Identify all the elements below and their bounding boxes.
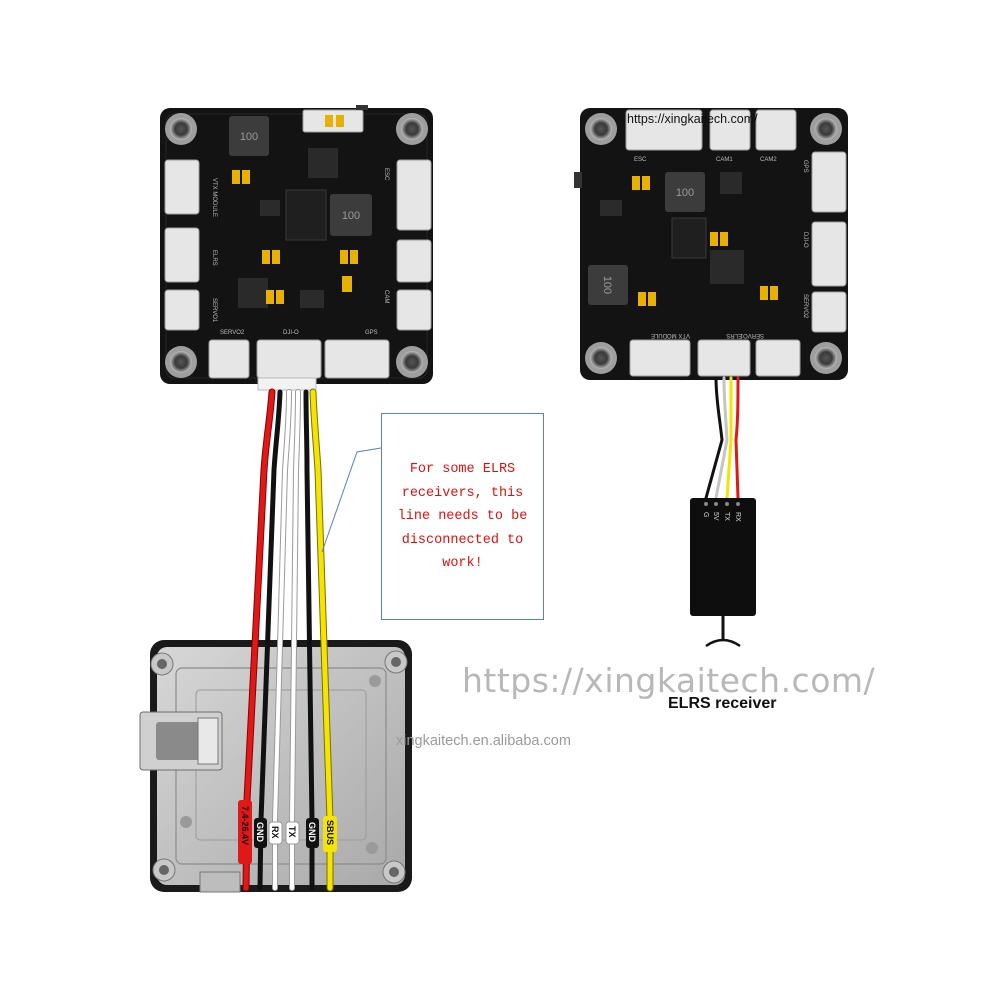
silk-vtx-module-r: VTX MODULE <box>651 332 690 338</box>
watermark-small: xingkaitech.en.alibaba.com <box>396 733 571 749</box>
wire-white-rx <box>273 390 291 890</box>
wire-rx-red <box>734 376 740 500</box>
wire-rx-black <box>704 376 724 500</box>
wire-white-tx <box>290 390 300 890</box>
label-gnd-1: GND <box>255 822 265 843</box>
silk-gps-r: GPS <box>802 160 808 173</box>
silk-servo2: SERVO2 <box>220 330 245 336</box>
label-rx: RX <box>270 826 280 839</box>
left-board-mounting-holes <box>165 113 428 378</box>
right-board-silkscreen: ESC CAM1 CAM2 GPS DJI-O SERVO2 SERVO1 EL… <box>634 157 808 338</box>
silk-dji-o-r: DJI-O <box>802 232 808 248</box>
receiver-pin-rx: RX <box>734 512 741 522</box>
wire-red-power <box>243 389 275 891</box>
silk-cam2: CAM2 <box>760 157 777 163</box>
callout-leader-line <box>321 447 382 553</box>
note-line: receivers, this <box>401 485 524 501</box>
silk-elrs: ELRS <box>211 250 217 266</box>
silk-cam: CAM <box>383 290 389 303</box>
elrs-receiver-caption: ELRS receiver <box>668 695 777 712</box>
silk-gps: GPS <box>365 330 378 336</box>
right-board-components: 100 100 <box>574 172 778 306</box>
left-inductor-mark-2: 100 <box>342 210 360 222</box>
wire-black-gnd-2 <box>303 389 315 891</box>
elrs-receiver: G 5V TX RX <box>690 498 756 648</box>
left-board-harness-plug <box>257 377 317 391</box>
receiver-pin-5v: 5V <box>712 512 719 521</box>
right-inductor-mark: 100 <box>676 187 694 199</box>
note-text: For some ELRS receivers, this line needs… <box>391 458 534 576</box>
wire-rx-yellow <box>725 376 733 500</box>
receiver-pin-tx: TX <box>723 512 730 521</box>
receiver-wires <box>704 376 740 500</box>
watermark-large: https://xingkaitech.com/ <box>462 661 876 700</box>
note-line: disconnected to <box>401 532 524 548</box>
silk-vtx-module: VTX MODULE <box>211 178 217 217</box>
note-line: work! <box>442 556 483 571</box>
receiver-pin-g: G <box>702 512 709 517</box>
left-fc-board: 100 100 VTX MODULE ELRS SERVO1 SERVO2 DJ… <box>160 105 433 391</box>
label-tx: TX <box>287 826 297 838</box>
left-board-components: 100 100 <box>229 105 372 308</box>
air-unit-module <box>139 640 412 893</box>
wire-yellow-sbus <box>310 389 333 891</box>
right-inductor-mark-2: 100 <box>601 276 613 294</box>
harness-labels: 7.4-26.4V GND RX TX GND SBUS <box>238 800 337 864</box>
silk-servo1-r: SERVO1 <box>739 332 764 338</box>
label-power: 7.4-26.4V <box>240 806 250 845</box>
silk-servo2-r: SERVO2 <box>802 294 808 319</box>
silk-dji-o: DJI-O <box>283 330 299 336</box>
silk-cam1: CAM1 <box>716 157 733 163</box>
wire-rx-gray <box>714 376 729 500</box>
label-sbus: SBUS <box>325 820 335 845</box>
silk-servo1: SERVO1 <box>211 298 217 323</box>
left-inductor-mark: 100 <box>240 131 258 143</box>
silk-esc-r: ESC <box>634 157 647 163</box>
wire-black-gnd-1 <box>257 389 283 891</box>
watermark-top: https://xingkaitech.com/ <box>627 112 758 126</box>
usb-c-port <box>139 711 223 771</box>
right-board-mounting-holes <box>585 113 842 374</box>
left-board-silkscreen: VTX MODULE ELRS SERVO1 SERVO2 DJI-O GPS … <box>211 168 389 336</box>
label-gnd-2: GND <box>307 822 317 843</box>
left-wire-harness <box>242 388 334 892</box>
silk-elrs-r: ELRS <box>726 332 742 338</box>
note-line: line needs to be <box>397 509 528 524</box>
note-line: For some ELRS <box>409 462 516 477</box>
note-callout-box <box>381 413 544 620</box>
right-board-connectors <box>625 109 847 377</box>
right-fc-board: 100 100 ESC CAM1 CAM2 GPS DJI-O SERVO2 S… <box>574 108 848 380</box>
silk-esc: ESC <box>383 168 389 181</box>
left-board-connectors <box>164 109 432 379</box>
